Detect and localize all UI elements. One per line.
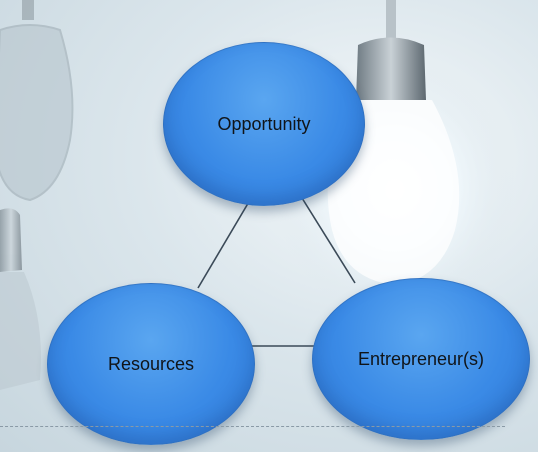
node-resources-label: Resources [107,353,195,374]
edge-opportunity-entrepreneurs [301,197,356,284]
dashed-divider [0,426,505,427]
dim-bulb-icon-2 [0,208,41,390]
node-entrepreneurs-label: Entrepreneur(s) [357,348,485,369]
node-entrepreneurs: Entrepreneur(s) [312,278,530,440]
edge-opportunity-resources [197,199,251,289]
node-resources: Resources [47,283,255,445]
dim-bulb-icon [0,0,74,202]
node-opportunity-label: Opportunity [217,113,311,134]
node-opportunity: Opportunity [163,42,365,206]
